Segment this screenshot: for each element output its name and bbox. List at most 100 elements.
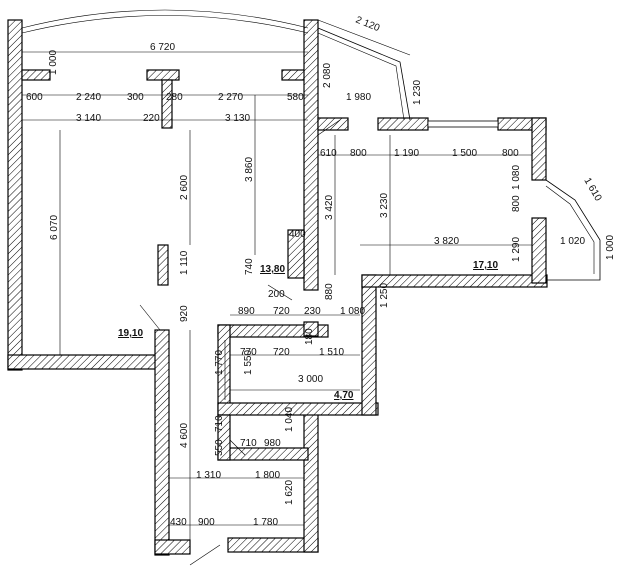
dim-580: 580 xyxy=(287,92,304,103)
balcony-top xyxy=(317,27,411,121)
dim-3000: 3 000 xyxy=(298,374,323,385)
dim-400: 400 xyxy=(289,229,306,240)
dim-3140: 3 140 xyxy=(76,113,101,124)
dim-3820: 3 820 xyxy=(434,236,459,247)
dim-550: 550 xyxy=(214,439,225,456)
wall-partition-lower xyxy=(157,244,169,286)
windows xyxy=(21,9,601,566)
wall-partition-upper xyxy=(161,79,173,129)
wall-corridor-right xyxy=(303,409,319,553)
room-area-1380: 13,80 xyxy=(260,264,285,275)
wall-wc-bottom xyxy=(217,447,309,461)
window-1710-top xyxy=(427,120,499,128)
bay-window-arc-inner xyxy=(21,15,309,34)
balcony-top-inner xyxy=(317,32,405,121)
dim-1080-b: 1 080 xyxy=(340,306,365,317)
dim-2270: 2 270 xyxy=(218,92,243,103)
wall-1710-top-left xyxy=(317,117,349,131)
door-swing-4 xyxy=(189,544,221,566)
dim-3230: 3 230 xyxy=(379,193,390,218)
dim-1310: 1 310 xyxy=(196,470,221,481)
dim-1610: 1 610 xyxy=(581,176,603,204)
dim-980: 980 xyxy=(264,438,281,449)
dim-920: 920 xyxy=(179,305,190,322)
room-area-1910: 19,10 xyxy=(118,328,143,339)
dim-4600: 4 600 xyxy=(179,423,190,448)
wall-corridor-left xyxy=(154,329,170,556)
dim-800-a: 800 xyxy=(350,148,367,159)
wall-near-1380 xyxy=(287,229,305,279)
dim-2600: 2 600 xyxy=(179,175,190,200)
dim-710-b: 710 xyxy=(240,438,257,449)
dim-1550: 1 550 xyxy=(243,350,254,375)
balcony-right-inner xyxy=(545,185,595,274)
door-swing-2 xyxy=(267,284,293,301)
dim-1040: 1 040 xyxy=(284,407,295,432)
dim-300: 300 xyxy=(127,92,144,103)
wall-bath-bottom xyxy=(217,402,379,416)
dim-230: 230 xyxy=(304,306,321,317)
dim-1250: 1 250 xyxy=(379,283,390,308)
room-labels: 19,10 13,80 17,10 4,70 xyxy=(118,260,498,401)
dim-1190: 1 190 xyxy=(394,148,419,159)
door-swing-3 xyxy=(229,439,246,456)
dim-1510: 1 510 xyxy=(319,347,344,358)
wall-bottom-left-stub xyxy=(154,539,191,555)
dim-740: 740 xyxy=(244,258,255,275)
balcony-right xyxy=(545,179,601,281)
wall-1710-bottom xyxy=(361,274,548,288)
dim-800-c: 800 xyxy=(511,195,522,212)
dim-610: 610 xyxy=(320,148,337,159)
dimension-labels: 6 720 1 000 2 120 2 080 1 230 600 2 240 … xyxy=(26,15,616,528)
dim-880: 880 xyxy=(324,283,335,300)
dim-2240: 2 240 xyxy=(76,92,101,103)
dim-1290: 1 290 xyxy=(511,237,522,262)
wall-1710-right-upper xyxy=(531,117,547,181)
dim-1780: 1 780 xyxy=(253,517,278,528)
door-swing-5 xyxy=(317,119,341,136)
dim-2080: 2 080 xyxy=(322,63,333,88)
dim-890: 890 xyxy=(238,306,255,317)
dim-770: 770 xyxy=(240,347,257,358)
dim-900: 900 xyxy=(198,517,215,528)
dim-1020: 1 020 xyxy=(560,236,585,247)
room-area-470: 4,70 xyxy=(334,390,354,401)
dim-180: 180 xyxy=(304,328,315,345)
room-area-1710: 17,10 xyxy=(473,260,498,271)
dim-3860: 3 860 xyxy=(244,157,255,182)
dim-430: 430 xyxy=(170,517,187,528)
dim-200: 200 xyxy=(268,289,285,300)
dim-720-a: 720 xyxy=(273,306,290,317)
dim-220: 220 xyxy=(143,113,160,124)
dimension-lines xyxy=(22,19,532,540)
wall-1710-top-mid xyxy=(377,117,429,131)
wall-bath-right xyxy=(361,274,377,416)
wall-wc-left xyxy=(217,414,231,461)
dim-3130: 3 130 xyxy=(225,113,250,124)
dim-1000-top: 1 000 xyxy=(48,50,59,75)
dim-6070: 6 070 xyxy=(49,215,60,240)
dim-600: 600 xyxy=(26,92,43,103)
dim-2120: 2 120 xyxy=(354,15,382,35)
dim-710-a: 710 xyxy=(214,415,225,432)
dim-800-b: 800 xyxy=(502,148,519,159)
wall-left-outer xyxy=(7,19,23,371)
dim-1980: 1 980 xyxy=(346,92,371,103)
walls xyxy=(7,19,548,556)
dim-1110: 1 110 xyxy=(179,250,190,275)
wall-corner-door xyxy=(303,321,319,337)
wall-top-left-stub xyxy=(21,69,51,81)
bay-window-arc xyxy=(21,9,309,29)
dim-1230: 1 230 xyxy=(412,80,423,105)
wall-top-column xyxy=(146,69,180,81)
dim-280: 280 xyxy=(166,92,183,103)
dim-1770: 1 770 xyxy=(214,350,225,375)
dim-1000-right: 1 000 xyxy=(605,235,616,260)
dim-1080-a: 1 080 xyxy=(511,165,522,190)
dim-720-b: 720 xyxy=(273,347,290,358)
wall-bottom-big-room xyxy=(7,354,169,370)
dim-1620: 1 620 xyxy=(284,480,295,505)
dim-1500: 1 500 xyxy=(452,148,477,159)
wall-1710-right-lower xyxy=(531,217,547,284)
